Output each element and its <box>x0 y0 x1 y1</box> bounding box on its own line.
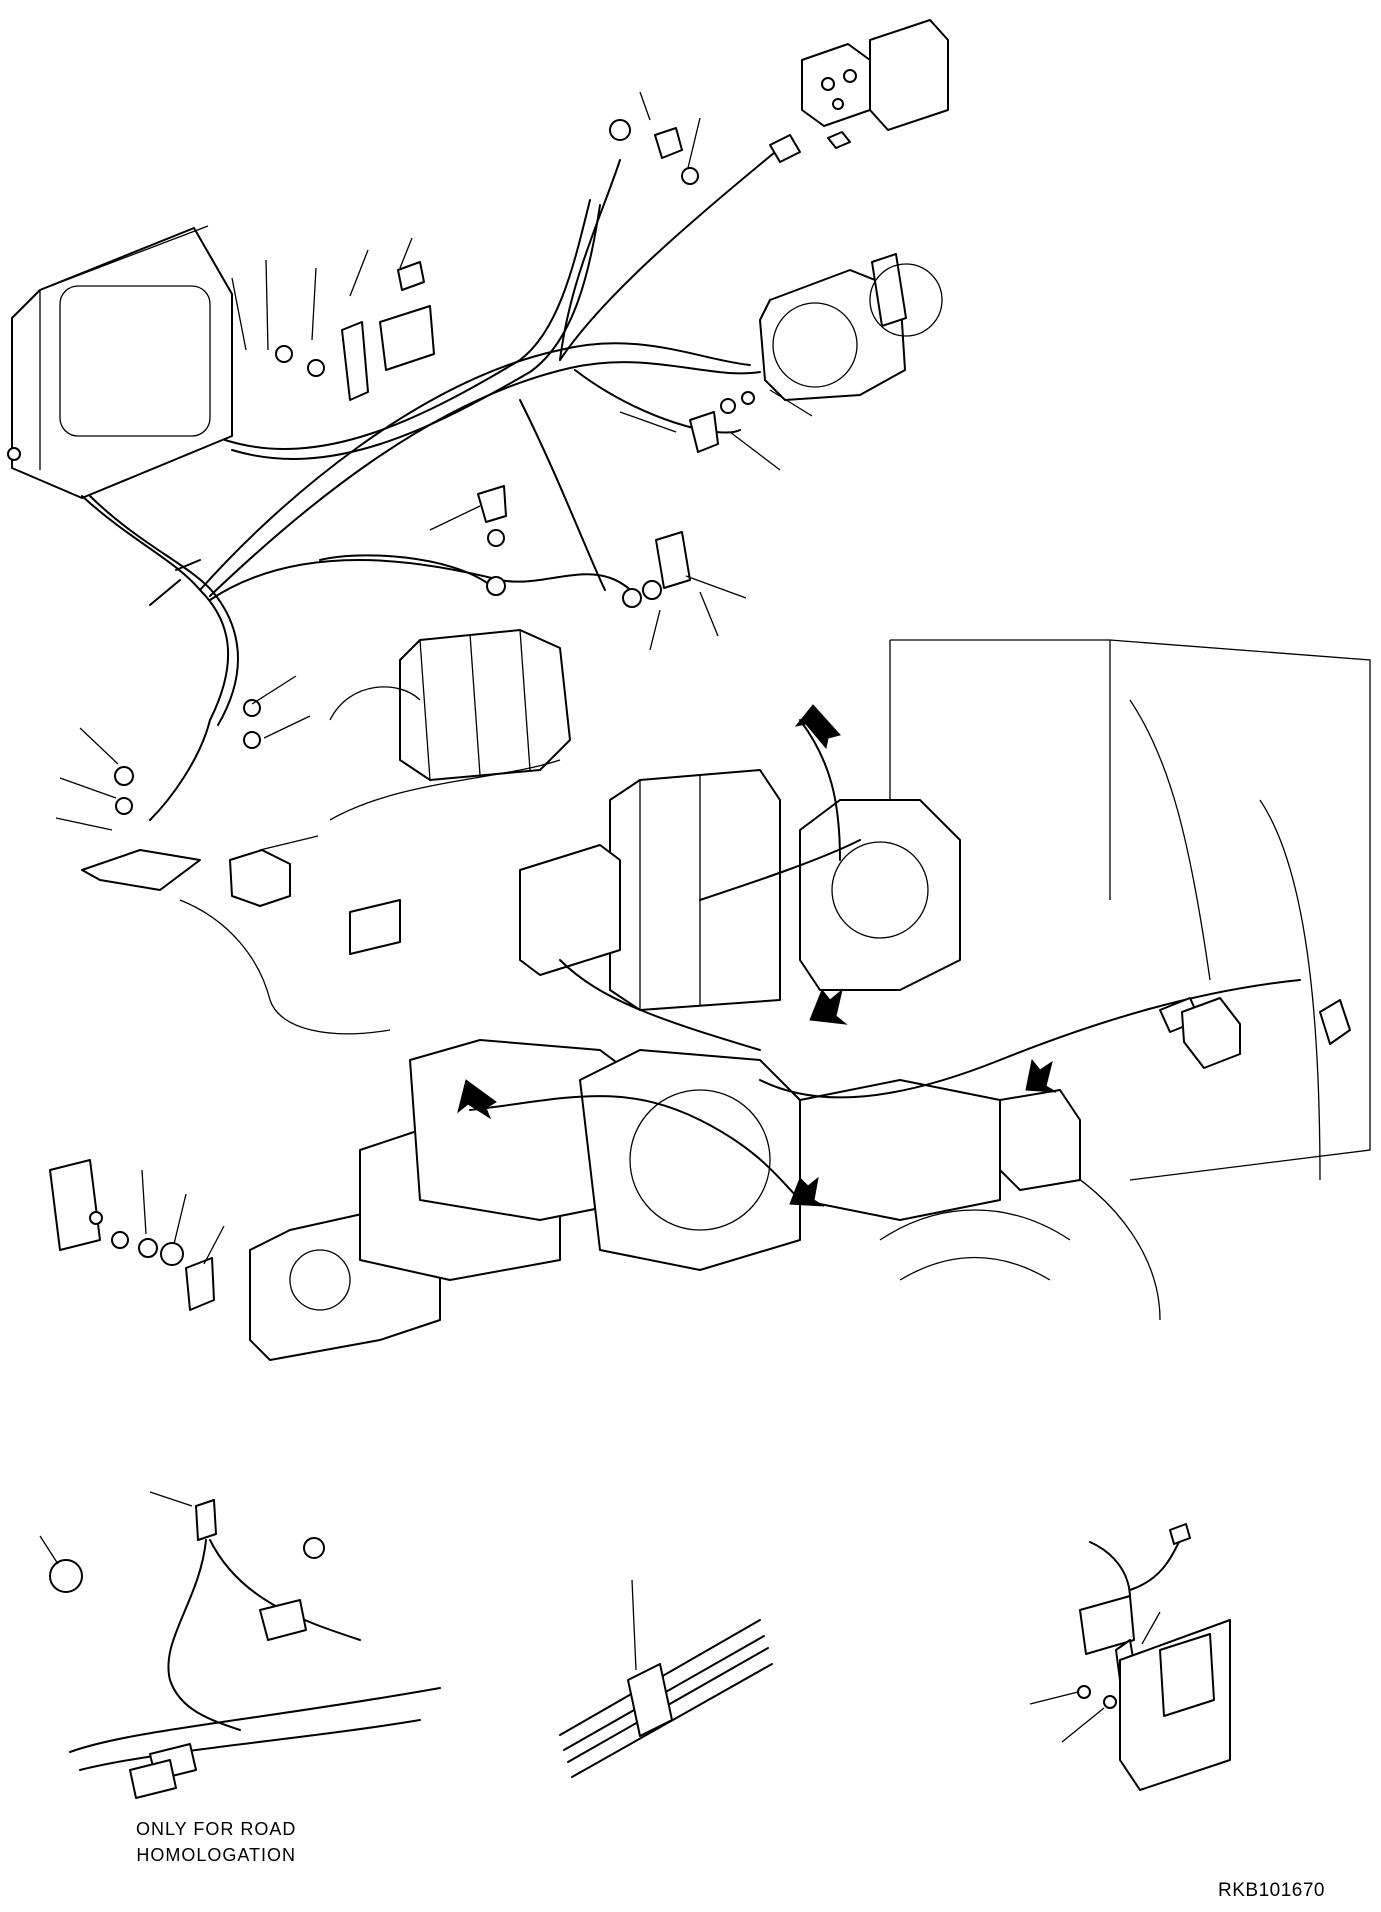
connector-parts-top <box>275 119 801 608</box>
drawing-code: RKB101670 <box>1218 1880 1325 1901</box>
cable-tie-detail <box>559 1619 773 1778</box>
relay-unit <box>801 19 949 149</box>
engine-block <box>519 769 961 1011</box>
sensor-bracket-detail <box>1077 1523 1231 1791</box>
ground-bracket <box>81 699 401 1035</box>
note-line-1: ONLY FOR ROAD <box>136 1819 297 1839</box>
leader-lines <box>39 91 1161 1743</box>
note-only-for-road-homologation: ONLY FOR ROAD HOMOLOGATION <box>136 1816 296 1868</box>
pointer-arrows <box>457 704 1057 1207</box>
side-detail-parts <box>49 1159 215 1311</box>
starter-motor <box>329 629 571 821</box>
alternator <box>759 253 943 401</box>
harness-on-machine <box>469 719 1351 1201</box>
road-homologation-detail <box>49 1499 441 1799</box>
transmission <box>249 1039 1081 1361</box>
controller-box <box>7 225 233 499</box>
note-line-2: HOMOLOGATION <box>136 1845 297 1865</box>
